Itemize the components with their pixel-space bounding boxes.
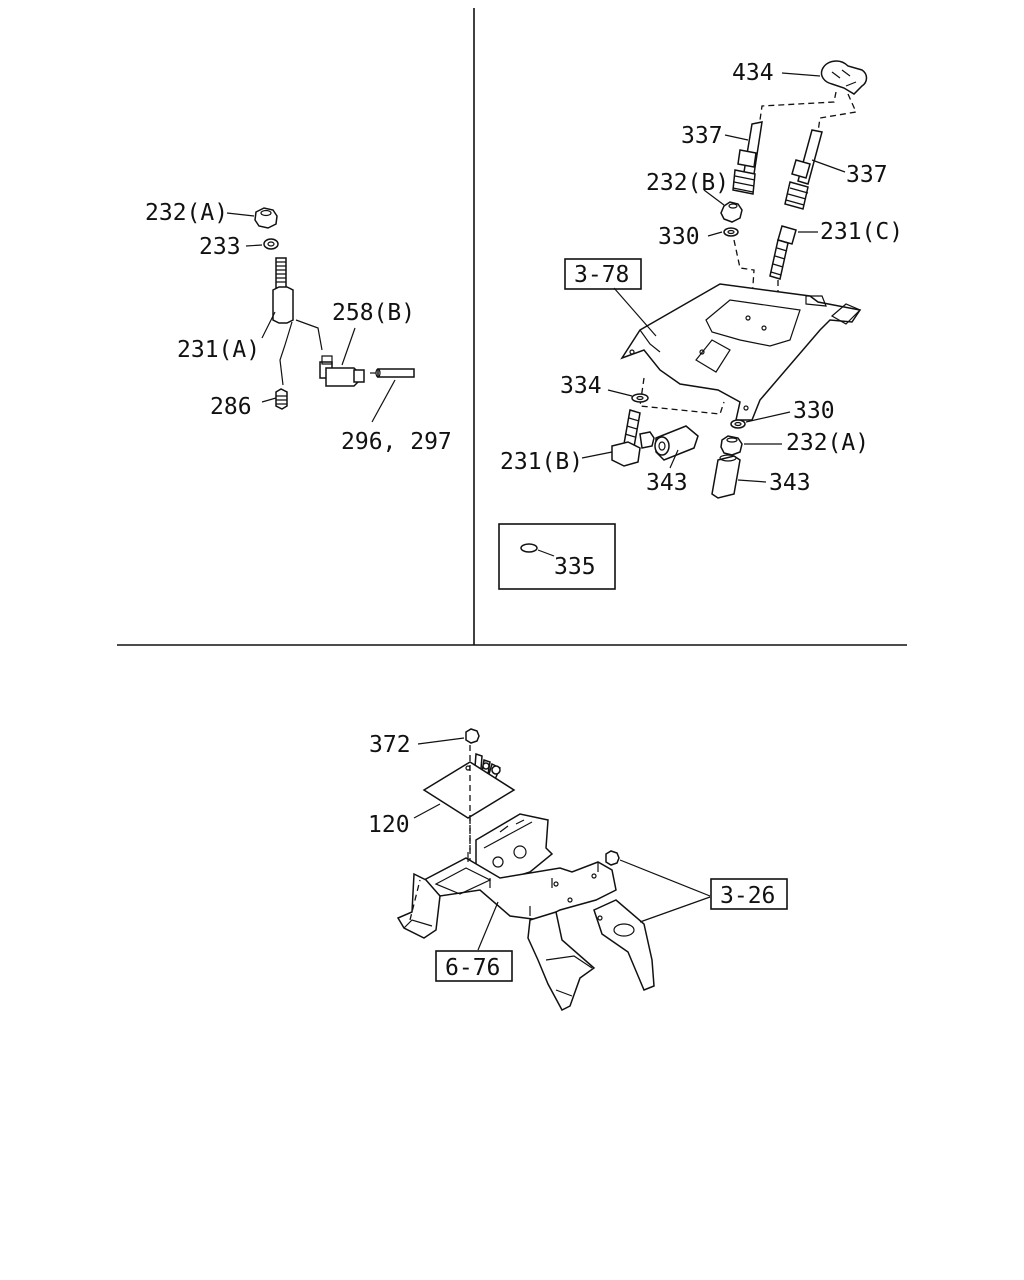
label-330-bottom: 330	[793, 398, 835, 424]
label-231a: 231(A)	[177, 337, 260, 363]
washer-233	[263, 238, 279, 250]
label-232a-left: 232(A)	[145, 200, 228, 226]
nut-232a-right	[720, 435, 743, 456]
base-bracket	[396, 813, 655, 1011]
plate-120	[422, 761, 516, 819]
fitting-231b	[611, 409, 655, 467]
nut-3-26	[605, 850, 620, 866]
nut-232a-left	[254, 207, 278, 229]
plug-286	[275, 388, 288, 410]
cable-337-left	[732, 121, 763, 195]
o-ring-335	[520, 543, 538, 553]
stud-231c	[769, 225, 797, 280]
label-334: 334	[560, 373, 602, 399]
label-330-top: 330	[658, 224, 700, 250]
label-372: 372	[369, 732, 411, 758]
spacer-343-left	[654, 425, 699, 461]
ref-6-76-box	[435, 950, 513, 982]
label-434: 434	[732, 60, 774, 86]
ref-3-26: 3-26	[720, 883, 775, 909]
ref-6-76: 6-76	[445, 955, 500, 981]
label-232b: 232(B)	[646, 170, 729, 196]
nut-232b	[720, 201, 743, 223]
washer-330-bottom	[730, 419, 746, 429]
label-233: 233	[199, 234, 241, 260]
bracket-plate	[620, 283, 862, 421]
label-286: 286	[210, 394, 252, 420]
ref-3-26-box	[710, 878, 788, 910]
washer-330-top	[723, 227, 739, 237]
ref-3-78: 3-78	[574, 262, 629, 288]
label-231b: 231(B)	[500, 449, 583, 475]
o-ring-335-box	[498, 523, 616, 590]
label-120: 120	[368, 812, 410, 838]
label-343-right: 343	[769, 470, 811, 496]
label-231c: 231(C)	[820, 219, 903, 245]
label-296-297: 296, 297	[341, 429, 452, 455]
label-232a-right: 232(A)	[786, 430, 869, 456]
stud-231a	[272, 257, 294, 324]
spacer-343-right	[711, 454, 741, 499]
label-337-left: 337	[681, 123, 723, 149]
lower-assembly	[396, 728, 788, 1011]
nut-372	[465, 728, 480, 744]
label-337-right: 337	[846, 162, 888, 188]
clip-434	[820, 60, 868, 95]
label-258b: 258(B)	[332, 300, 415, 326]
label-343-left: 343	[646, 470, 688, 496]
left-assembly	[226, 207, 415, 423]
label-335: 335	[554, 554, 596, 580]
right-assembly	[498, 60, 868, 590]
ref-3-78-box	[564, 258, 642, 290]
hose-296-297	[375, 368, 415, 378]
washer-334	[631, 393, 649, 403]
cable-337-right	[784, 129, 823, 210]
elbow-258b	[319, 355, 365, 387]
